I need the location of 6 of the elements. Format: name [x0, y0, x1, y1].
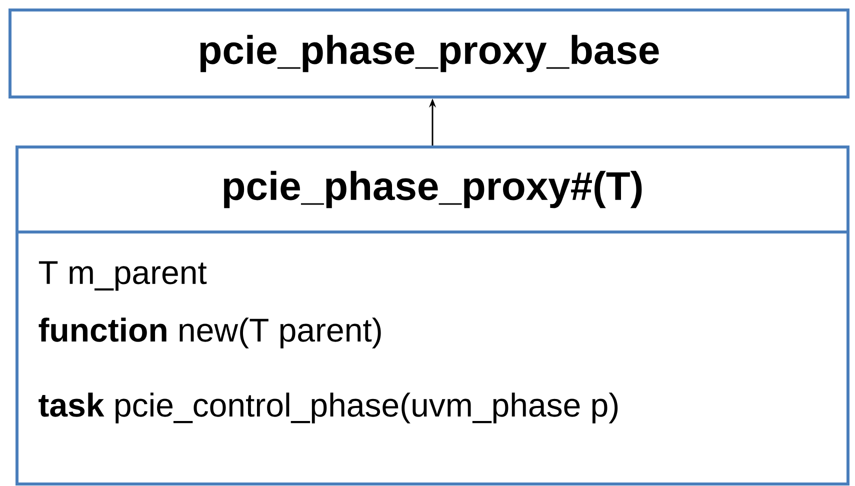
- class-name: pcie_phase_proxy#(T): [224, 170, 642, 208]
- method-text: task pcie_control_phase(uvm_phase p): [38, 392, 618, 424]
- attribute-text: T m_parent: [38, 261, 207, 291]
- class-box: pcie_phase_proxy_base: [8, 8, 850, 98]
- class-box: [16, 146, 850, 486]
- method-text: function new(T parent): [38, 318, 381, 348]
